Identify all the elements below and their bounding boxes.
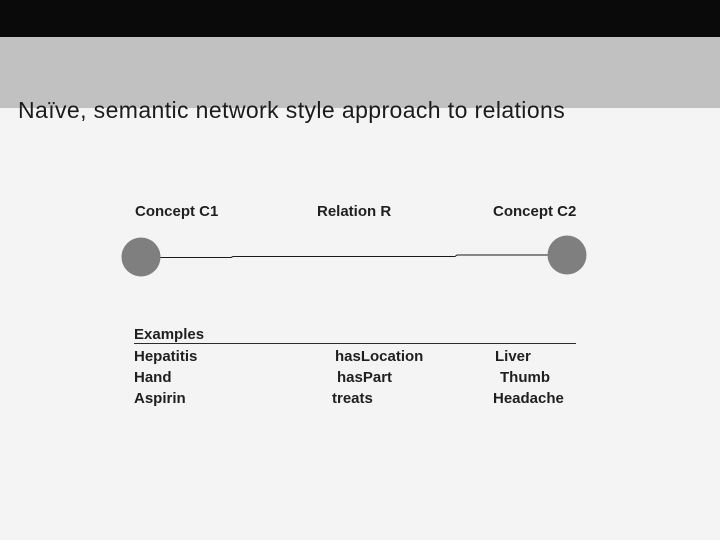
example-concept1-cell: Aspirin — [134, 390, 186, 407]
example-concept2-cell: Thumb — [500, 369, 550, 386]
top-black-bar — [0, 0, 720, 37]
example-concept1-cell: Hand — [134, 369, 172, 386]
title-bar: Naïve, semantic network style approach t… — [0, 37, 720, 123]
concept-c2-header: Concept C2 — [493, 203, 577, 220]
example-concept1-cell: Hepatitis — [134, 348, 198, 365]
example-concept2-cell: Headache — [493, 390, 564, 407]
examples-underline-rule — [134, 343, 576, 344]
concept-node-left — [121, 237, 161, 277]
examples-heading: Examples — [134, 326, 205, 343]
concept-c1-header: Concept C1 — [135, 203, 219, 220]
relation-r-header: Relation R — [317, 203, 392, 220]
concept-node-right — [547, 235, 587, 275]
example-concept2-cell: Liver — [495, 348, 531, 365]
relation-edge-line — [160, 254, 548, 258]
example-relation-cell: treats — [332, 390, 373, 407]
slide-title: Naïve, semantic network style approach t… — [18, 97, 566, 123]
example-relation-cell: hasLocation — [335, 348, 424, 365]
example-relation-cell: hasPart — [337, 369, 393, 386]
